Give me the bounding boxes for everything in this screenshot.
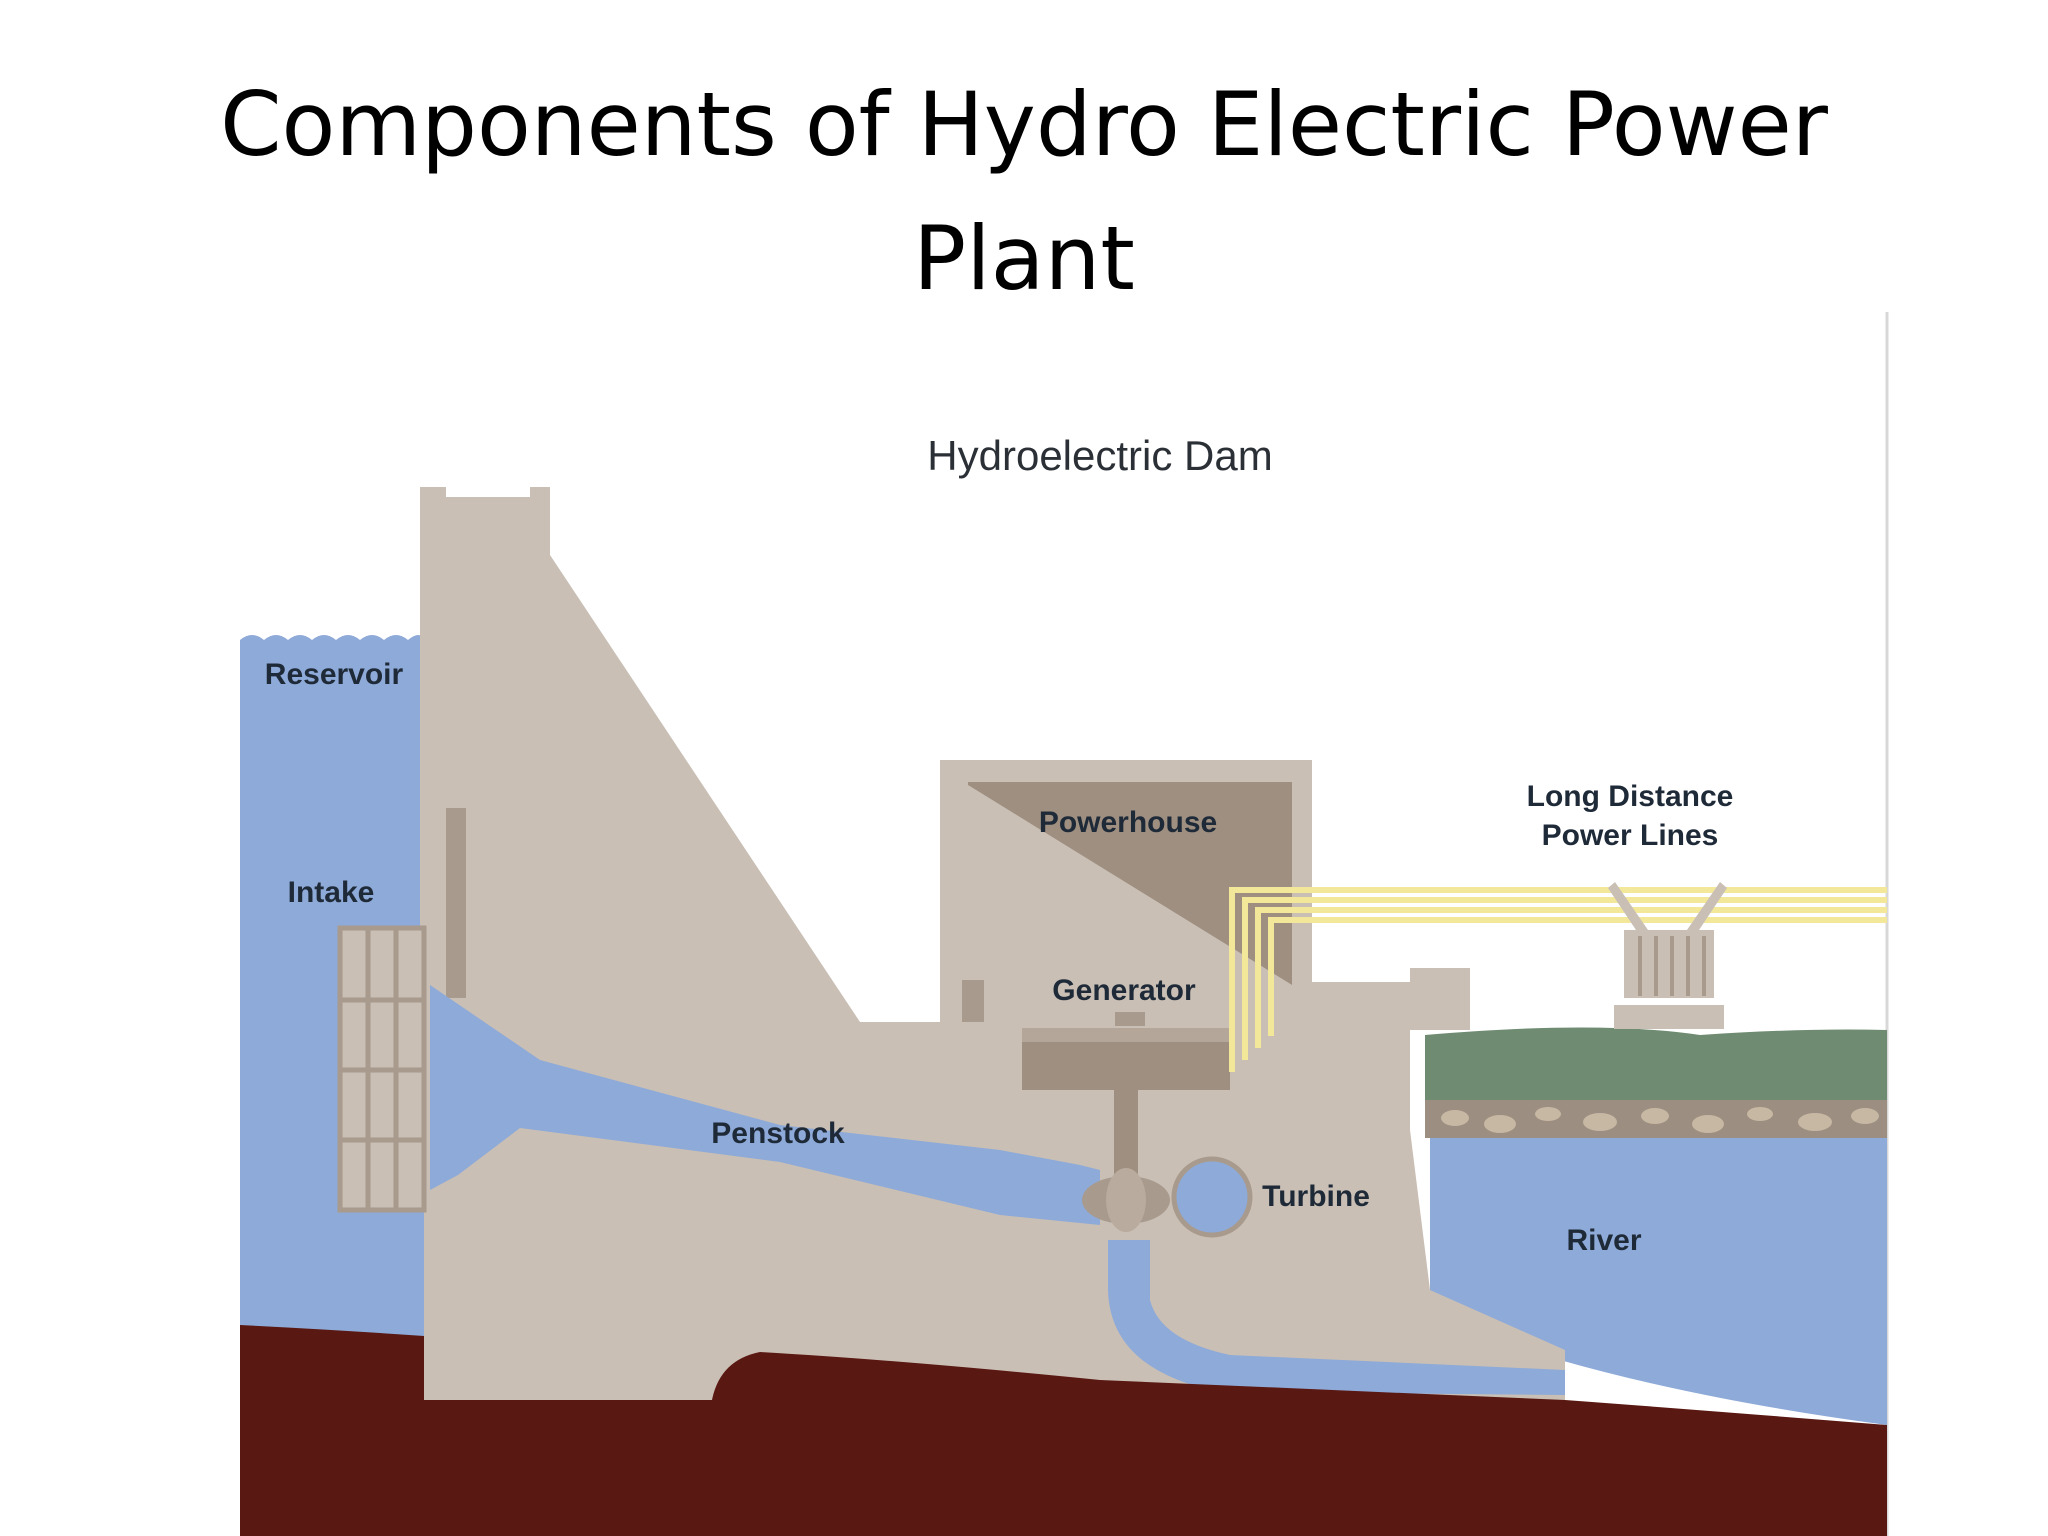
reservoir-label: Reservoir bbox=[265, 658, 404, 691]
slide-title: Components of Hydro Electric Power Plant bbox=[220, 73, 1828, 310]
turbine-housing bbox=[1171, 1156, 1253, 1238]
transmission-tower bbox=[1608, 882, 1727, 1029]
power-lines-label-line2: Power Lines bbox=[1542, 819, 1719, 852]
turbine-label: Turbine bbox=[1262, 1180, 1370, 1213]
intake-label: Intake bbox=[288, 876, 375, 909]
generator-label: Generator bbox=[1052, 974, 1196, 1007]
power-lines bbox=[1229, 887, 1887, 1072]
diagram-heading: Hydroelectric Dam bbox=[927, 432, 1272, 479]
penstock-label: Penstock bbox=[711, 1117, 845, 1150]
bedrock bbox=[240, 1325, 1887, 1536]
rock-pebbles bbox=[1441, 1107, 1879, 1133]
power-lines-label-line1: Long Distance bbox=[1527, 780, 1734, 813]
penstock-channel bbox=[430, 985, 1100, 1225]
intake-gate-post bbox=[446, 808, 466, 998]
powerhouse bbox=[940, 760, 1312, 1102]
powerhouse-label: Powerhouse bbox=[1039, 806, 1217, 839]
generator bbox=[1022, 1012, 1230, 1090]
river-label: River bbox=[1566, 1224, 1641, 1257]
dam-body bbox=[240, 487, 1565, 1400]
draft-tube bbox=[1108, 1240, 1565, 1395]
intake-grid bbox=[337, 925, 427, 1213]
riverbank-grass bbox=[1425, 1027, 1887, 1115]
turbine-runner bbox=[1082, 1168, 1170, 1232]
